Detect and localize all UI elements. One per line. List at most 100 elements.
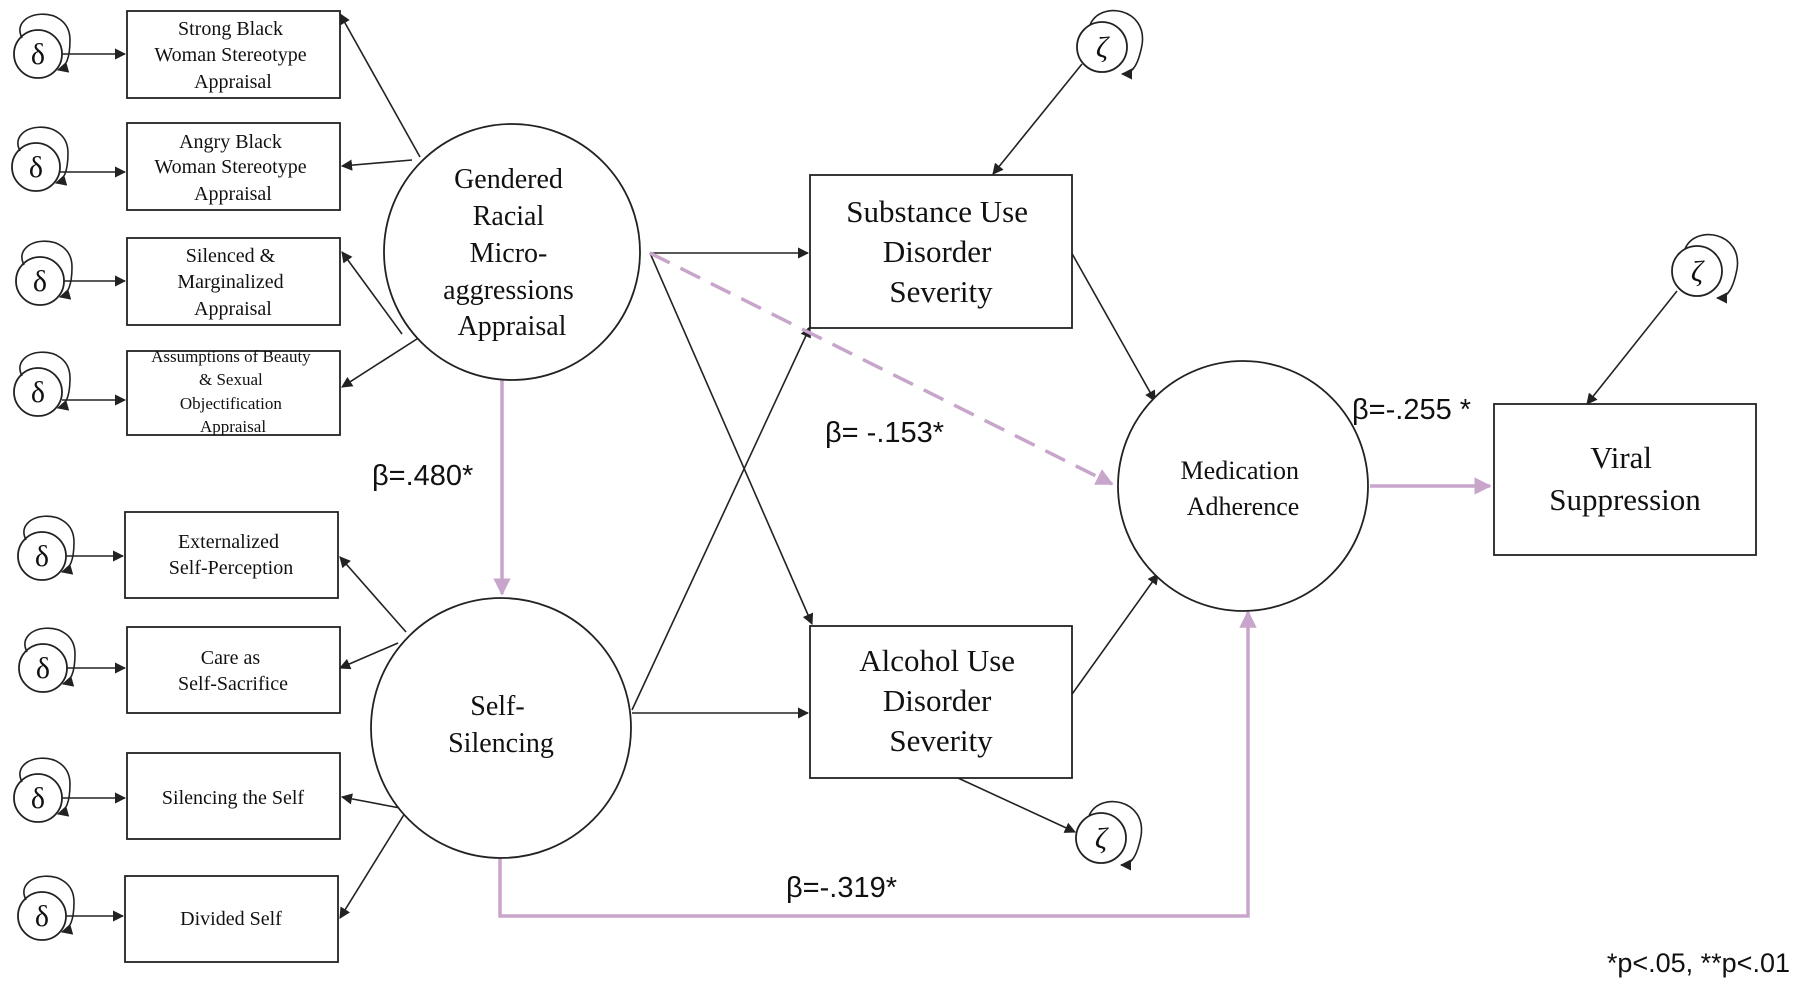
latent-self-silencing-line-2: Silencing (448, 728, 554, 759)
indicator-angry-line-2: Woman Stereotype (154, 156, 306, 178)
zeta-error-aud: ζ (1075, 800, 1143, 871)
latent-grma-line-3: Micro- (470, 238, 548, 269)
svg-text:Alcohol Use Disorder: Alcohol Use Disorder Severity (859, 643, 1023, 758)
latent-grma: Gendered Racial Micro- aggressions Appra… (383, 123, 641, 381)
indicator-beauty-line-2: & Sexual (199, 370, 263, 389)
svg-text:Substance Use Disorder: Substance Use Disorder Severity (846, 194, 1035, 309)
outcome-viral-suppression: Viral Suppression (1493, 403, 1757, 556)
latent-medication-line-2: Adherence (1187, 492, 1300, 521)
latent-grma-line-1: Gendered (454, 164, 563, 195)
delta-error-divided: δ (17, 875, 125, 941)
delta-symbol: δ (31, 782, 45, 815)
delta-symbol: δ (31, 376, 45, 409)
indicator-beauty-line-4: Appraisal (200, 417, 266, 436)
path-zeta-viral (1586, 290, 1678, 405)
delta-symbol: δ (29, 151, 43, 184)
outcome-aud: Alcohol Use Disorder Severity (809, 625, 1073, 779)
path-aud-zeta (957, 777, 1077, 833)
delta-symbol: δ (35, 900, 49, 933)
svg-text:Care as Self-Sacrifice: Care as Self-Sacrifice (178, 647, 288, 695)
indicator-divided: Divided Self (124, 875, 339, 963)
indicator-silenced-line-3: Appraisal (194, 298, 272, 320)
coef-selfsilencing-medication: β=-.319* (786, 872, 897, 904)
indicator-silencing: Silencing the Self (126, 752, 341, 840)
zeta-symbol: ζ (1096, 31, 1110, 64)
path-grma-strong (339, 13, 421, 158)
svg-text:Assumptions of Beauty &: Assumptions of Beauty & Sexual Objectifi… (151, 347, 315, 436)
latent-grma-line-2: Racial (473, 201, 545, 232)
delta-symbol: δ (33, 265, 47, 298)
indicator-silencing-line-1: Silencing the Self (162, 787, 305, 809)
zeta-error-viral: ζ (1671, 233, 1739, 304)
svg-text:Self- Silencing: Self- Silencing (448, 691, 554, 759)
indicator-silenced-line-2: Marginalized (177, 271, 283, 293)
path-ss-sud (631, 325, 811, 711)
outcome-aud-line-3: Severity (889, 723, 993, 758)
structural-paths (338, 13, 1678, 919)
indicator-angry-line-3: Appraisal (194, 183, 272, 205)
delta-error-beauty: δ (13, 351, 127, 417)
indicator-silenced: Silenced & Marginalized Appraisal (126, 237, 341, 326)
outcome-sud-line-2: Disorder (883, 234, 992, 269)
indicator-care-line-1: Care as (201, 647, 261, 669)
delta-error-externalized: δ (17, 515, 125, 581)
svg-text:Medication Adherence: Medication Adherence (1181, 456, 1306, 521)
delta-symbol: δ (36, 652, 50, 685)
svg-text:Viral Suppression: Viral Suppression (1549, 440, 1701, 517)
path-grma-aud (649, 252, 814, 626)
latent-medication-adherence: Medication Adherence (1117, 360, 1369, 612)
coef-medication-viral: β=-.255 * (1352, 394, 1471, 426)
path-grma-med (649, 251, 1114, 486)
outcome-aud-line-2: Disorder (883, 683, 992, 718)
significance-footnote: *p<.05, **p<.01 (1607, 948, 1790, 978)
svg-text:Gendered Racial Mi: Gendered Racial Micro- aggressions Appra… (443, 164, 581, 342)
indicator-beauty: Assumptions of Beauty & Sexual Objectifi… (126, 347, 341, 436)
delta-symbol: δ (35, 540, 49, 573)
path-aud-med (1069, 573, 1159, 698)
indicator-strong-line-2: Woman Stereotype (154, 44, 306, 66)
indicator-divided-line-1: Divided Self (180, 908, 282, 930)
latent-self-silencing-line-1: Self- (470, 691, 524, 722)
outcome-viral-line-2: Suppression (1549, 482, 1701, 517)
svg-text:Silenced & Marginalized: Silenced & Marginalized Appraisal (177, 245, 288, 320)
latent-grma-line-4: aggressions (443, 275, 574, 306)
delta-symbol: δ (31, 38, 45, 71)
delta-error-strong: δ (13, 13, 127, 79)
delta-error-care: δ (18, 627, 127, 693)
svg-text:Divided Self: Divided Self (180, 908, 282, 930)
path-ss-silencing (340, 793, 401, 809)
indicator-angry-line-1: Angry Black (179, 131, 282, 153)
indicator-externalized-line-1: Externalized (178, 531, 279, 553)
path-ss-med (498, 610, 1257, 918)
path-sud-med (1069, 249, 1156, 402)
svg-text:Strong Black Woman Stere: Strong Black Woman Stereotype Appraisal (154, 18, 311, 93)
path-ss-care (338, 642, 399, 670)
latent-medication-line-1: Medication (1181, 456, 1299, 485)
outcome-sud-line-3: Severity (889, 274, 993, 309)
delta-error-angry: δ (11, 126, 127, 192)
outcome-aud-line-1: Alcohol Use (859, 643, 1015, 678)
indicator-beauty-line-3: Objectification (180, 394, 282, 413)
svg-text:Angry Black Woman Stereo: Angry Black Woman Stereotype Appraisal (154, 131, 311, 205)
path-grma-silenced (341, 251, 403, 335)
indicator-externalized-line-2: Self-Perception (169, 557, 293, 579)
indicator-care-line-2: Self-Sacrifice (178, 673, 288, 695)
svg-text:Silencing the Self: Silencing the Self (162, 787, 305, 809)
indicator-silenced-line-1: Silenced & (186, 245, 276, 267)
outcome-viral-line-1: Viral (1590, 440, 1652, 475)
coef-grma-medication: β= -.153* (825, 417, 944, 449)
latent-grma-line-5: Appraisal (458, 311, 567, 342)
indicator-angry: Angry Black Woman Stereotype Appraisal (126, 122, 341, 211)
indicator-externalized: Externalized Self-Perception (124, 511, 339, 599)
path-zeta-sud (992, 63, 1083, 175)
path-ss-divided (339, 812, 406, 919)
delta-error-silenced: δ (15, 240, 127, 306)
delta-errors: δ δ δ δ δ δ (11, 13, 127, 941)
outcome-sud: Substance Use Disorder Severity (809, 174, 1073, 329)
path-ss-externalized (339, 556, 407, 633)
svg-text:Externalized Self-Percep: Externalized Self-Perception (169, 531, 293, 579)
delta-error-silencing: δ (13, 757, 127, 823)
path-grma-beauty (341, 336, 421, 388)
path-grma-angry (340, 159, 413, 171)
